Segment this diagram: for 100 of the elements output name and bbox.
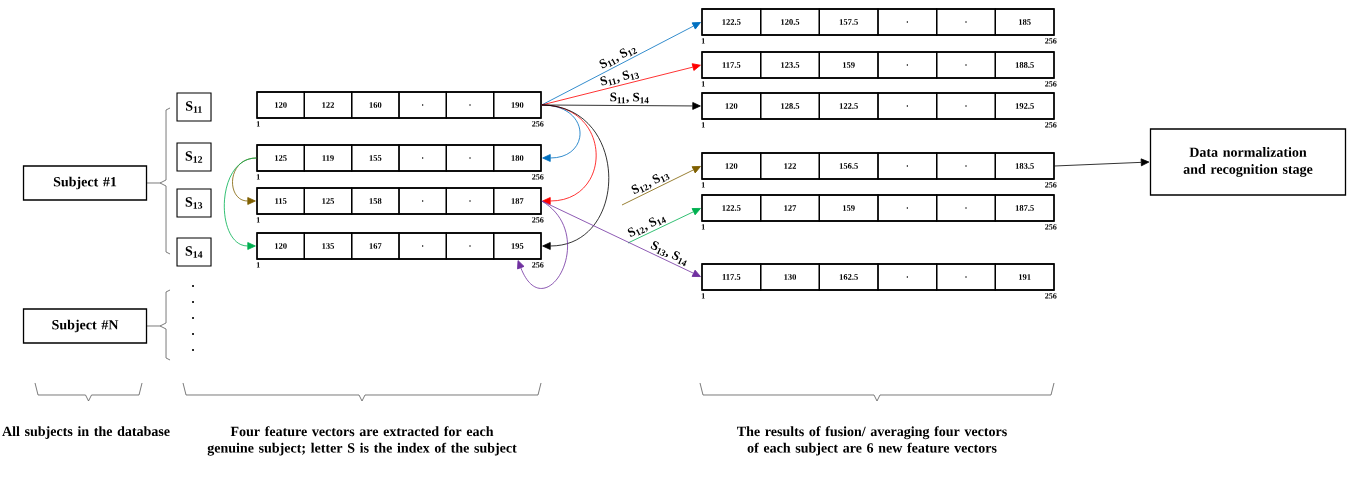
index-label: 256 [1045, 182, 1057, 188]
index-label: 1 [701, 122, 705, 128]
vector-cell: 183.5 [994, 152, 1055, 180]
edge-label: S$_{13}$, S$_{14}$ [650, 241, 687, 267]
vector-cell: 156.5 [818, 152, 879, 180]
vector-cell: . [398, 91, 447, 119]
vector-cell: . [877, 51, 938, 79]
vector-cell: 187.5 [994, 194, 1055, 222]
vector-cell: . [445, 232, 495, 260]
index-label: 256 [532, 174, 544, 180]
edge-label: S$_{11}$, S$_{12}$ [599, 48, 638, 69]
vector-name-box: S$_{11}$ [176, 92, 212, 122]
index-label: 1 [256, 121, 260, 127]
arrow [541, 104, 610, 250]
vector-cell: . [936, 8, 996, 36]
vector-cell: . [936, 92, 996, 120]
caption-text: All subjects in the database [2, 426, 170, 439]
caption-text: The results of fusion/ averaging four vectors of each subject are 6 new feature vectors [737, 426, 1007, 456]
vector-cell: . [936, 263, 996, 291]
vector-cell: 155 [351, 144, 400, 172]
vector-cell: 122 [303, 91, 353, 119]
index-label: 1 [701, 38, 705, 44]
vector-cell: . [398, 232, 447, 260]
vector-cell: 135 [303, 232, 353, 260]
vector-cell: 117.5 [701, 51, 762, 79]
vector-cell: 191 [994, 263, 1055, 291]
index-label: 256 [1045, 81, 1057, 87]
vector-name-box: S$_{12}$ [176, 142, 212, 172]
stage-box: Data normalization and recognition stage [1149, 128, 1347, 196]
vector-cell: . [398, 144, 447, 172]
vector-cell: 122.5 [701, 8, 762, 36]
vector-cell: 162.5 [818, 263, 879, 291]
vector-cell: . [877, 8, 938, 36]
arrow [541, 102, 701, 110]
vector-cell: 187 [493, 187, 542, 215]
vector-cell: 115 [256, 187, 305, 215]
vector-cell: 180 [493, 144, 542, 172]
vector-cell: 130 [760, 263, 820, 291]
index-label: 1 [701, 224, 705, 230]
vector-cell: 125 [303, 187, 353, 215]
vector-name-box: S$_{13}$ [176, 188, 212, 218]
arrow [541, 200, 701, 277]
vector-cell: 158 [351, 187, 400, 215]
index-label: 1 [701, 81, 705, 87]
vector-cell: 120 [256, 232, 305, 260]
index-label: 256 [1045, 122, 1057, 128]
vector-cell: . [877, 92, 938, 120]
edge-label: S$_{12}$, S$_{13}$ [631, 174, 670, 194]
index-label: 1 [701, 182, 705, 188]
arrow [517, 200, 568, 289]
vector-cell: 120 [256, 91, 305, 119]
arrow [541, 104, 581, 162]
vector-cell: . [445, 144, 495, 172]
arrow [224, 157, 257, 250]
vector-cell: 167 [351, 232, 400, 260]
vector-cell: 192.5 [994, 92, 1055, 120]
vector-cell: 190 [493, 91, 542, 119]
index-label: 256 [1045, 224, 1057, 230]
vector-cell: . [936, 51, 996, 79]
edge-label: S$_{11}$, S$_{14}$ [610, 92, 649, 104]
index-label: 1 [256, 217, 260, 223]
vector-cell: . [445, 187, 495, 215]
index-label: 1 [256, 174, 260, 180]
vector-cell: 120 [701, 92, 762, 120]
vector-cell: . [445, 91, 495, 119]
vector-cell: 122.5 [701, 194, 762, 222]
vector-cell: 157.5 [818, 8, 879, 36]
vector-cell: 125 [256, 144, 305, 172]
vector-cell: . [877, 194, 938, 222]
vector-cell: 160 [351, 91, 400, 119]
arrow [621, 166, 701, 206]
vector-cell: 188.5 [994, 51, 1055, 79]
index-label: 1 [701, 293, 705, 299]
vector-cell: 122 [760, 152, 820, 180]
vector-cell: . [398, 187, 447, 215]
vector-cell: 123.5 [760, 51, 820, 79]
vector-cell: 120.5 [760, 8, 820, 36]
arrow [541, 22, 701, 106]
index-label: 256 [1045, 293, 1057, 299]
vector-cell: 119 [303, 144, 353, 172]
vector-cell: 127 [760, 194, 820, 222]
vector-name-box: S$_{14}$ [176, 237, 212, 267]
vector-cell: . [877, 152, 938, 180]
vector-cell: . [877, 263, 938, 291]
arrow [1054, 158, 1150, 167]
vector-cell: 159 [818, 51, 879, 79]
vector-cell: 185 [994, 8, 1055, 36]
vector-cell: . [936, 194, 996, 222]
index-label: 256 [1045, 38, 1057, 44]
index-label: 256 [532, 217, 544, 223]
index-label: 256 [532, 121, 544, 127]
subject-box: Subject #N [22, 308, 148, 344]
vector-cell: 122.5 [818, 92, 879, 120]
vector-cell: 195 [493, 232, 542, 260]
index-label: 256 [532, 262, 544, 268]
index-label: 1 [256, 262, 260, 268]
edge-label: S$_{11}$, S$_{13}$ [600, 70, 640, 86]
vector-cell: 159 [818, 194, 879, 222]
caption-text: Four feature vectors are extracted for each genuine subject; letter S is the index of the subject [207, 426, 517, 456]
vector-cell: . [936, 152, 996, 180]
